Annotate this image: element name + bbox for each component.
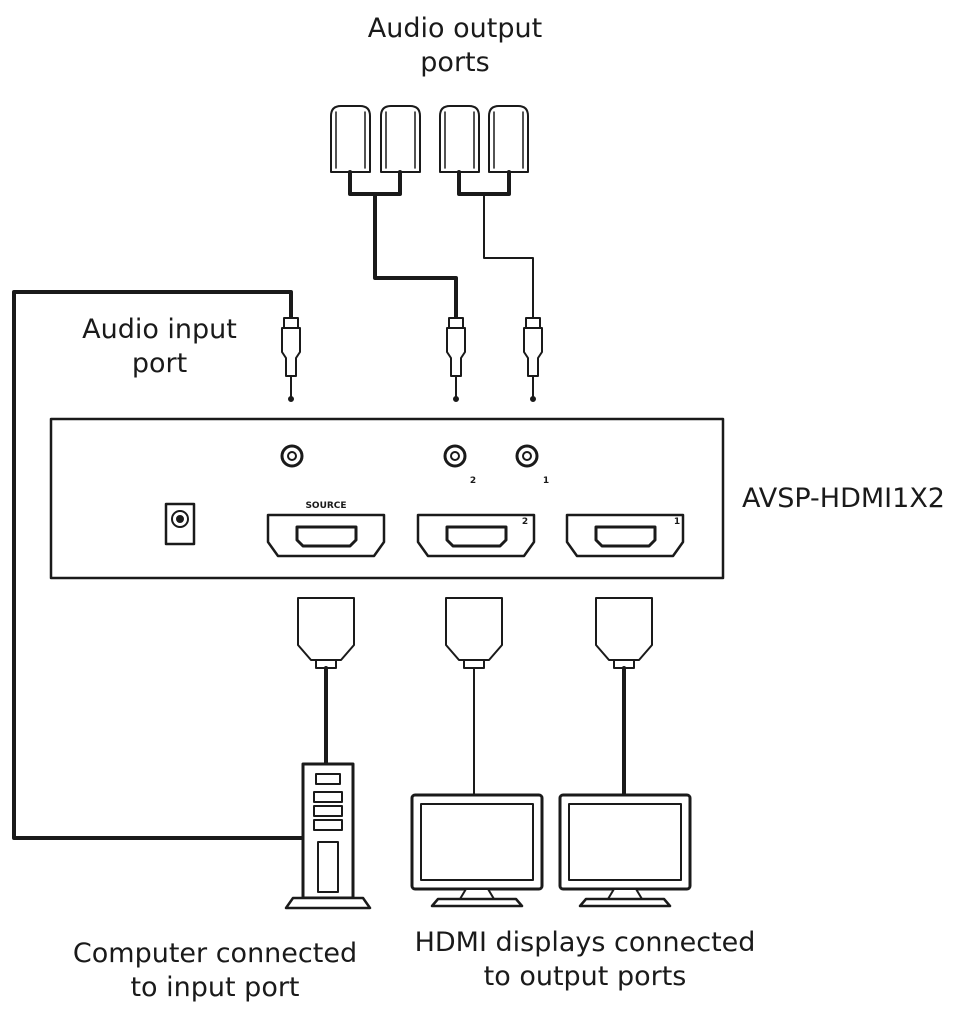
audio-out-2-label: 2	[470, 476, 476, 486]
rca-plug-icon	[439, 105, 480, 173]
audio-jack-icon	[443, 444, 467, 468]
hdmi-out-2-label: 2	[522, 517, 528, 527]
rca-plug-icon	[330, 105, 371, 173]
monitor-icon	[558, 793, 692, 908]
hdmi-plug-icon	[595, 597, 653, 669]
hdmi-port-icon	[416, 513, 536, 558]
audio-output-cable-1	[457, 170, 534, 326]
monitor-icon	[410, 793, 544, 908]
audio-output-label: Audio output ports	[355, 12, 555, 80]
displays-label: HDMI displays connected to output ports	[395, 926, 775, 994]
dc-power-icon	[164, 502, 196, 546]
audio-output-cable-2	[348, 170, 458, 327]
rca-plug-icon	[380, 105, 421, 173]
jack-plug-icon	[446, 317, 466, 402]
audio-jack-icon	[515, 444, 539, 468]
audio-input-line-2: port	[131, 348, 188, 379]
computer-line-2: to input port	[130, 972, 300, 1003]
jack-plug-icon	[281, 317, 301, 402]
hdmi-out-1-label: 1	[674, 517, 680, 527]
hdmi-plug-icon	[445, 597, 503, 669]
audio-input-line-1: Audio input	[82, 314, 237, 345]
source-port-label: SOURCE	[305, 501, 346, 511]
audio-out-1-label: 1	[543, 476, 549, 486]
audio-input-cable	[12, 290, 307, 840]
computer-line-1: Computer connected	[72, 938, 358, 969]
audio-jack-icon	[280, 444, 304, 468]
hdmi-port-icon	[266, 513, 386, 558]
displays-line-1: HDMI displays connected	[414, 927, 756, 958]
displays-line-2: to output ports	[483, 961, 687, 992]
computer-tower-icon	[284, 762, 372, 910]
device-body	[49, 417, 725, 580]
audio-input-label: Audio input port	[72, 313, 247, 381]
hdmi-port-icon	[565, 513, 685, 558]
device-model-label: AVSP-HDMI1X2	[742, 483, 945, 514]
jack-plug-icon	[523, 317, 543, 402]
computer-label: Computer connected to input port	[50, 937, 380, 1005]
audio-output-line-2: ports	[420, 47, 490, 78]
rca-plug-icon	[488, 105, 529, 173]
hdmi-plug-icon	[297, 597, 355, 669]
audio-output-line-1: Audio output	[367, 13, 543, 44]
